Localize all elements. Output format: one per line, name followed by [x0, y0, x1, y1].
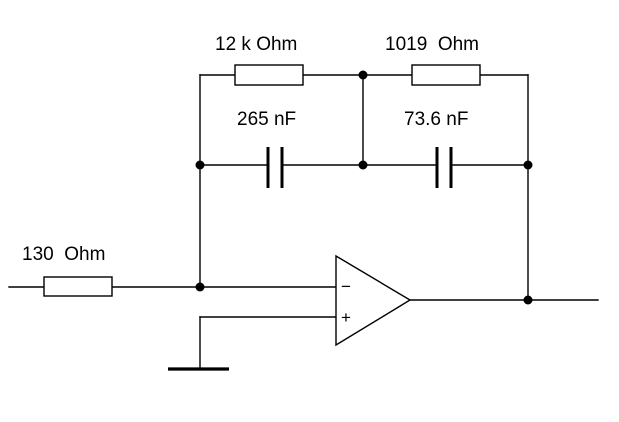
junction-cap-left: [195, 160, 205, 170]
junctions: [195, 70, 533, 305]
junction-top-mid: [358, 70, 368, 80]
label-resistor-top-right: 1019 Ohm: [385, 34, 479, 55]
opamp-triangle: [335, 254, 412, 347]
capacitor-right: [435, 147, 453, 188]
opamp: − +: [335, 254, 412, 347]
opamp-noninverting-sign: +: [341, 308, 351, 327]
resistor-top-left: [234, 64, 304, 86]
opamp-inverting-sign: −: [341, 277, 351, 296]
capacitor-left: [266, 147, 284, 188]
label-capacitor-left: 265 nF: [237, 109, 296, 130]
wires: [8, 74, 599, 370]
junction-cap-right: [523, 160, 533, 170]
junction-cap-mid: [358, 160, 368, 170]
label-resistor-input: 130 Ohm: [22, 244, 105, 265]
resistor-input: [43, 276, 113, 297]
junction-inverting-node: [195, 282, 205, 292]
label-resistor-top-left: 12 k Ohm: [215, 34, 297, 55]
junction-output: [523, 295, 533, 305]
label-capacitor-right: 73.6 nF: [404, 109, 468, 130]
resistor-top-right: [411, 64, 481, 86]
